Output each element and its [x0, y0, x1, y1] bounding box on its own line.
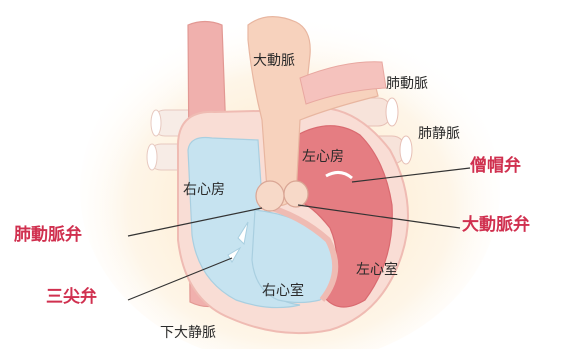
right-ventricle-label: 右心室 — [262, 284, 304, 298]
right-atrium-label: 右心房 — [183, 183, 225, 197]
aortic-valve-shape — [284, 181, 308, 207]
aorta-label: 大動脈 — [253, 54, 295, 68]
pulmonary-artery-label: 肺動脈 — [386, 77, 428, 91]
mitral-valve-label: 僧帽弁 — [470, 158, 521, 175]
pulmonary-vein-label: 肺静脈 — [418, 127, 460, 141]
tricuspid-valve-label: 三尖弁 — [46, 289, 97, 306]
inferior-vena-cava-label: 下大静脈 — [160, 326, 216, 340]
aortic-valve-label: 大動脈弁 — [462, 217, 530, 234]
pulmonary-valve-shape — [256, 181, 284, 211]
pulmonary-valve-label: 肺動脈弁 — [14, 227, 82, 244]
left-atrium-label: 左心房 — [302, 150, 344, 164]
left-ventricle-label: 左心室 — [356, 263, 398, 277]
